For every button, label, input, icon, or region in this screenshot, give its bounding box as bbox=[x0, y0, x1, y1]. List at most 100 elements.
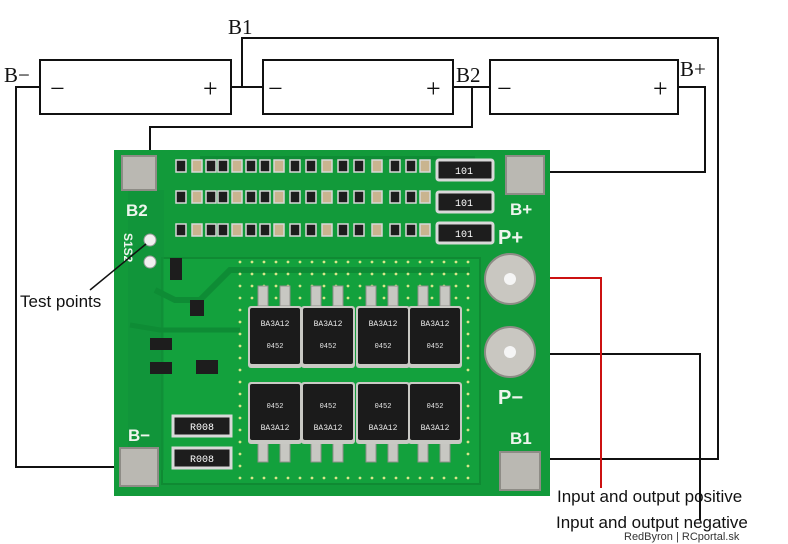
smd-component bbox=[305, 159, 317, 173]
via bbox=[430, 284, 434, 288]
via bbox=[358, 260, 362, 264]
via bbox=[238, 464, 242, 468]
test-points-label: Test points bbox=[20, 292, 101, 311]
silk-b2: B2 bbox=[126, 201, 148, 220]
pad-b1 bbox=[499, 451, 541, 491]
smd-component bbox=[389, 223, 401, 237]
label-input-output-positive: Input and output positive bbox=[557, 487, 742, 506]
mosfet-date: 0452 bbox=[375, 403, 392, 411]
via bbox=[358, 272, 362, 276]
via bbox=[250, 476, 254, 480]
via bbox=[262, 260, 266, 264]
smd-component bbox=[273, 190, 285, 204]
smd-component bbox=[273, 159, 285, 173]
via bbox=[298, 476, 302, 480]
pad-b2 bbox=[121, 155, 157, 191]
via bbox=[382, 284, 386, 288]
mosfet bbox=[250, 308, 300, 364]
smd-component bbox=[419, 159, 431, 173]
battery-3-minus: − bbox=[497, 74, 512, 103]
via bbox=[382, 476, 386, 480]
smd-component bbox=[191, 223, 203, 237]
via bbox=[358, 296, 362, 300]
via bbox=[382, 272, 386, 276]
via bbox=[430, 272, 434, 276]
via bbox=[238, 440, 242, 444]
pad-p-plus bbox=[484, 253, 536, 305]
battery-1-plus: + bbox=[203, 74, 218, 103]
shunt-code-1: 101 bbox=[455, 167, 473, 178]
via bbox=[466, 440, 470, 444]
label-b-minus: B− bbox=[4, 63, 30, 87]
smd-component bbox=[337, 223, 349, 237]
silk-bminus: B− bbox=[128, 426, 150, 445]
via bbox=[418, 476, 422, 480]
mosfet-code: BA3A12 bbox=[314, 320, 343, 329]
silk-pplus: P+ bbox=[498, 227, 523, 249]
via bbox=[298, 296, 302, 300]
mosfet bbox=[410, 384, 460, 440]
sense-code-2: R008 bbox=[190, 455, 214, 466]
smd-component bbox=[175, 159, 187, 173]
via bbox=[346, 284, 350, 288]
sense-resistor-2 bbox=[171, 446, 233, 470]
via bbox=[466, 476, 470, 480]
via bbox=[370, 476, 374, 480]
via bbox=[334, 260, 338, 264]
smd-component bbox=[259, 159, 271, 173]
wire-p-plus bbox=[540, 277, 602, 488]
mosfet-leg bbox=[417, 441, 429, 463]
via bbox=[454, 284, 458, 288]
via bbox=[418, 272, 422, 276]
via bbox=[310, 476, 314, 480]
via bbox=[406, 260, 410, 264]
test-points-leader bbox=[89, 243, 147, 291]
smd-component bbox=[371, 159, 383, 173]
via bbox=[466, 452, 470, 456]
label-input-output-negative: Input and output negative bbox=[556, 513, 748, 532]
wire-p-minus bbox=[540, 353, 701, 520]
smd-component bbox=[289, 223, 301, 237]
mosfet-leg bbox=[279, 441, 291, 463]
via bbox=[322, 284, 326, 288]
mosfet-code: BA3A12 bbox=[369, 320, 398, 329]
via bbox=[394, 272, 398, 276]
via bbox=[334, 476, 338, 480]
via bbox=[286, 260, 290, 264]
smd-component bbox=[231, 223, 243, 237]
mosfet bbox=[410, 308, 460, 364]
via bbox=[454, 296, 458, 300]
terminal-labels: B− B1 B2 B+ bbox=[4, 15, 706, 87]
smd-component bbox=[175, 190, 187, 204]
via bbox=[322, 296, 326, 300]
battery-2-minus: − bbox=[268, 74, 283, 103]
via bbox=[466, 296, 470, 300]
via bbox=[466, 416, 470, 420]
via bbox=[454, 272, 458, 276]
smd-component bbox=[191, 190, 203, 204]
via bbox=[466, 404, 470, 408]
via bbox=[238, 452, 242, 456]
smd-component bbox=[353, 190, 365, 204]
smd-component bbox=[231, 190, 243, 204]
via bbox=[406, 284, 410, 288]
via bbox=[466, 320, 470, 324]
via bbox=[466, 464, 470, 468]
mosfet bbox=[303, 384, 353, 440]
via bbox=[238, 476, 242, 480]
via bbox=[346, 272, 350, 276]
smd-component bbox=[321, 190, 333, 204]
mosfet-leg bbox=[310, 285, 322, 307]
mosfet bbox=[250, 384, 300, 440]
via bbox=[466, 368, 470, 372]
smd-component bbox=[321, 159, 333, 173]
mosfet bbox=[358, 384, 408, 440]
mosfet-leg bbox=[387, 285, 399, 307]
label-b-plus: B+ bbox=[680, 57, 706, 81]
mosfet-leg bbox=[439, 441, 451, 463]
via bbox=[454, 260, 458, 264]
via bbox=[238, 320, 242, 324]
smd-component bbox=[389, 190, 401, 204]
via bbox=[310, 260, 314, 264]
via bbox=[238, 284, 242, 288]
